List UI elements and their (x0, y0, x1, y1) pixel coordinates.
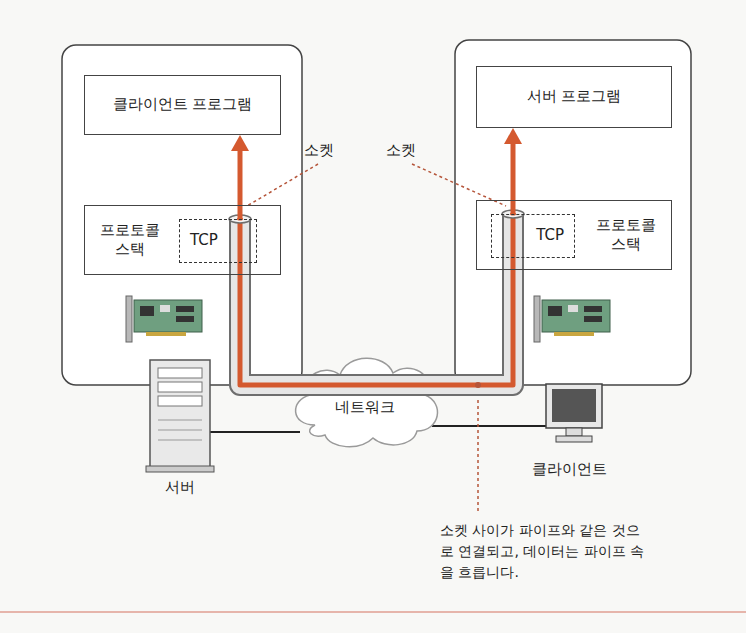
leader-line (247, 164, 318, 206)
data-arrow (504, 128, 522, 214)
node-text: 클라이언트 프로그램 (113, 95, 253, 115)
network-card (534, 296, 610, 342)
server-tower (146, 360, 214, 472)
socket-label: 소켓 (304, 141, 334, 161)
callout-note: 소켓 사이가 파이프와 같은 것으로 연결되고, 데이터는 파이프 속을 흐릅니… (440, 520, 645, 583)
tcp-box: TCP (491, 214, 575, 258)
network-wire (208, 431, 300, 433)
node-text: 네트워크 (335, 398, 395, 418)
node-text: 프로토콜 스택 (591, 216, 661, 255)
client-monitor (546, 384, 602, 442)
leader-line (477, 400, 479, 514)
protocol-stack-box: 프로토콜 스택 TCP (476, 200, 672, 270)
node-text: 서버 프로그램 (527, 87, 622, 107)
host-outline (62, 45, 302, 385)
network-cloud: 네트워크 (285, 345, 445, 453)
server-label: 서버 (150, 478, 210, 498)
network-wire (432, 425, 548, 427)
socket-label: 소켓 (386, 141, 416, 161)
data-arrow (231, 135, 249, 219)
network-card (126, 296, 202, 342)
page-rule (0, 611, 746, 613)
leader-dot (475, 382, 481, 388)
program-box: 클라이언트 프로그램 (84, 75, 281, 135)
node-text: TCP (536, 226, 564, 246)
node-text: TCP (190, 231, 218, 251)
node-text: 프로토콜 스택 (95, 221, 165, 260)
program-box: 서버 프로그램 (476, 66, 672, 128)
socket-mouth (229, 210, 524, 223)
tcp-box: TCP (179, 219, 257, 263)
host-outline (455, 40, 691, 385)
client-label: 클라이언트 (532, 460, 607, 480)
protocol-stack-box: 프로토콜 스택 TCP (84, 205, 281, 275)
